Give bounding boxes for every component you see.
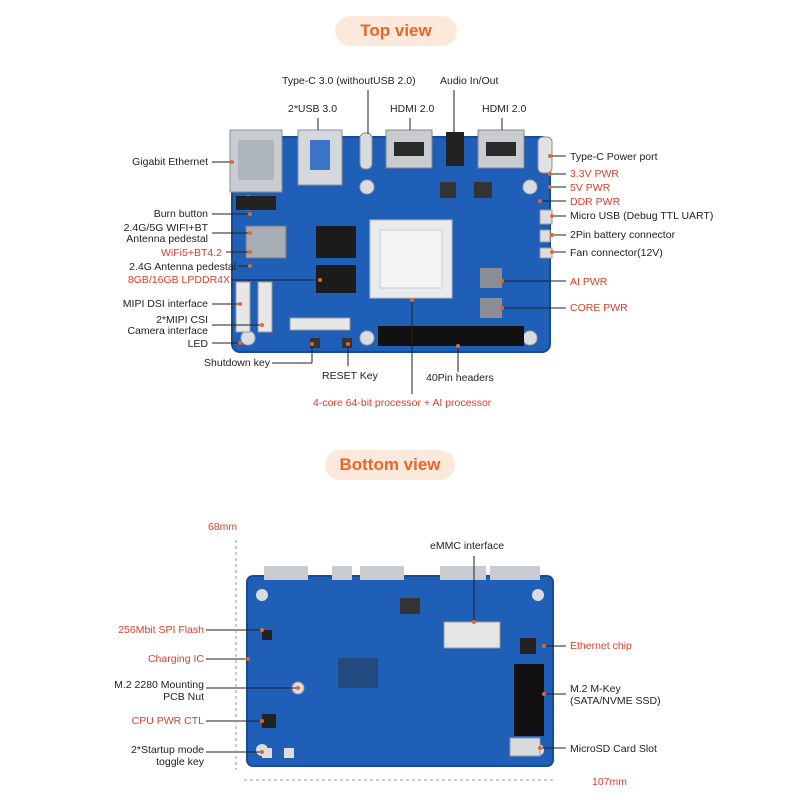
label-mipi-csi-2: Camera interface xyxy=(127,325,208,337)
label-height: 68mm xyxy=(208,521,238,533)
label-ddr-pwr: DDR PWR xyxy=(570,196,621,208)
label-wifi-antenna-1: 2.4G/5G WIFI+BT xyxy=(123,222,208,234)
label-ai-pwr: AI PWR xyxy=(570,276,608,288)
label-gigabit-ethernet: Gigabit Ethernet xyxy=(132,156,208,168)
label-lpddr4x: 8GB/16GB LPDDR4X xyxy=(127,274,230,286)
label-usb3: 2*USB 3.0 xyxy=(288,103,338,115)
label-hdmi-a: HDMI 2.0 xyxy=(390,103,435,115)
label-burn-button: Burn button xyxy=(153,208,208,220)
label-reset-key: RESET Key xyxy=(322,370,378,382)
label-wifi-antenna-2: Antenna pedestal xyxy=(126,233,208,245)
label-battery-connector: 2Pin battery connector xyxy=(570,229,676,241)
label-m2-mkey-1: M.2 M-Key xyxy=(570,683,621,695)
label-microsd: MicroSD Card Slot xyxy=(570,743,657,755)
label-m2-nut-2: PCB Nut xyxy=(163,691,204,703)
label-charging-ic: Charging IC xyxy=(147,653,204,665)
label-shutdown-key: Shutdown key xyxy=(204,357,270,369)
label-startup-2: toggle key xyxy=(156,756,204,768)
label-m2-nut-1: M.2 2280 Mounting xyxy=(114,679,204,691)
label-mipi-csi-1: 2*MIPI CSI xyxy=(156,314,208,326)
label-emmc: eMMC interface xyxy=(430,540,505,552)
label-width: 107mm xyxy=(592,776,628,788)
label-micro-usb: Micro USB (Debug TTL UART) xyxy=(570,210,714,222)
bottom-view-title: Bottom view xyxy=(325,450,455,480)
top-board-image xyxy=(229,129,553,353)
label-led: LED xyxy=(187,338,208,350)
label-typec-power: Type-C Power port xyxy=(570,151,658,163)
label-ethernet-chip: Ethernet chip xyxy=(570,640,632,652)
top-view-title: Top view xyxy=(335,16,457,46)
label-pin-headers: 40Pin headers xyxy=(426,372,494,384)
label-core-pwr: CORE PWR xyxy=(570,302,628,314)
label-audio: Audio In/Out xyxy=(440,75,499,87)
label-mipi-dsi: MIPI DSI interface xyxy=(122,298,208,310)
label-pwr-33: 3.3V PWR xyxy=(570,168,620,180)
label-spi-flash: 256Mbit SPI Flash xyxy=(118,624,204,636)
label-typec3: Type-C 3.0 (withoutUSB 2.0) xyxy=(282,75,416,87)
label-wifi-bt: WiFi5+BT4.2 xyxy=(161,247,222,259)
label-fan-connector: Fan connector(12V) xyxy=(570,247,663,259)
label-processor: 4-core 64-bit processor + AI processor xyxy=(313,397,492,409)
label-startup-1: 2*Startup mode xyxy=(131,744,204,756)
label-pwr-5: 5V PWR xyxy=(570,182,611,194)
label-hdmi-b: HDMI 2.0 xyxy=(482,103,527,115)
label-cpu-pwr: CPU PWR CTL xyxy=(131,715,204,727)
label-m2-mkey-2: (SATA/NVME SSD) xyxy=(570,695,661,707)
label-antenna-24g: 2.4G Antenna pedestal xyxy=(129,261,236,273)
